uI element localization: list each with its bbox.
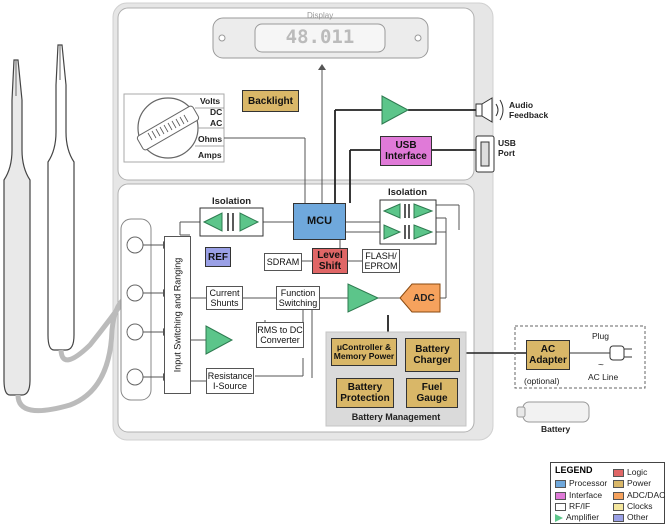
display-readout: 48.011: [285, 26, 355, 48]
selector-volts-label: Volts: [200, 96, 221, 106]
ac-adapter-block: AC Adapter: [526, 340, 570, 370]
flash-eprom-block: FLASH/ EPROM: [362, 249, 400, 273]
selector-knob-grips: [147, 114, 189, 141]
current-shunts-block: Current Shunts: [206, 286, 243, 310]
battery-protection-block: Battery Protection: [336, 378, 394, 408]
legend-adcdac: ADC/DAC: [613, 490, 665, 500]
display-screw-right: [414, 34, 422, 42]
rms-amp: [205, 325, 234, 355]
input-jack-4: [126, 368, 144, 386]
isolation-right-label: Isolation: [388, 187, 428, 198]
sdram-block: SDRAM: [264, 253, 302, 271]
fuel-gauge-block: Fuel Gauge: [406, 378, 458, 408]
ac-line-label: AC Line: [588, 372, 619, 382]
battery-charger-block: Battery Charger: [405, 338, 460, 372]
legend-power: Power: [613, 478, 651, 488]
test-probes: [3, 44, 133, 414]
legend-interface: Interface: [555, 490, 602, 500]
audio-amp: [381, 95, 410, 125]
rms-to-dc-block: RMS to DC Converter: [256, 322, 304, 348]
legend-processor: Processor: [555, 478, 607, 488]
input-jack-1: [126, 236, 144, 254]
isolation-left-label: Isolation: [212, 196, 252, 207]
input-jack-3: [126, 323, 144, 341]
backlight-block: Backlight: [242, 90, 299, 112]
legend: LEGEND Processor Logic Interface Power R…: [550, 462, 665, 524]
legend-other: Other: [613, 512, 648, 522]
function-switching-block: Function Switching: [276, 286, 320, 310]
level-shift-block: Level Shift: [312, 248, 348, 274]
adc-label: ADC: [413, 293, 435, 304]
usb-interface-block: USB Interface: [380, 136, 432, 166]
mcu-block: MCU: [293, 203, 346, 240]
usb-port-text: USB Port: [498, 138, 516, 158]
jack-panel: [120, 218, 152, 401]
adc-shape: [399, 283, 441, 313]
ac-adapter-frame: [514, 325, 646, 389]
legend-title: LEGEND: [555, 465, 593, 475]
battery-management-label: Battery Management: [351, 412, 441, 422]
selector-ac-label: AC: [210, 118, 223, 128]
selector-ohms-label: Ohms: [198, 134, 223, 144]
optional-label: (optional): [524, 376, 560, 386]
usb-port-icon: [475, 135, 495, 173]
plug-label: Plug: [592, 331, 610, 341]
battery-label: Battery: [541, 424, 571, 434]
legend-amplifier: Amplifier: [555, 512, 599, 522]
battery-icon: [516, 401, 590, 423]
input-switching-block: Input Switching and Ranging: [164, 236, 191, 394]
display-label: Display: [307, 11, 334, 20]
audio-feedback-text: Audio Feedback: [509, 100, 549, 120]
audio-feedback-label: Audio Feedback: [509, 100, 549, 120]
signal-lines: [143, 70, 460, 382]
input-jack-2: [126, 284, 144, 302]
display-inner: [254, 23, 386, 53]
adc-driver-amp: [347, 283, 380, 313]
legend-logic: Logic: [613, 467, 647, 477]
display-screw-left: [218, 34, 226, 42]
plug-icon: [570, 345, 632, 361]
usb-port-label: USB Port: [498, 138, 522, 158]
bus-lines: [334, 109, 476, 360]
ucontroller-power-block: μController & Memory Power: [331, 338, 397, 366]
selector-amps-label: Amps: [198, 150, 222, 160]
legend-clocks: Clocks: [613, 501, 653, 511]
resistance-isource-block: Resistance I-Source: [206, 368, 254, 394]
legend-rfif: RF/IF: [555, 501, 590, 511]
input-switching-label: Input Switching and Ranging: [172, 257, 183, 373]
selector-dc-label: DC: [210, 107, 223, 117]
ref-block: REF: [205, 247, 231, 267]
selector-knob: [136, 105, 200, 151]
speaker-icon: [475, 97, 504, 123]
ac-line-tilde: ~: [598, 360, 604, 371]
